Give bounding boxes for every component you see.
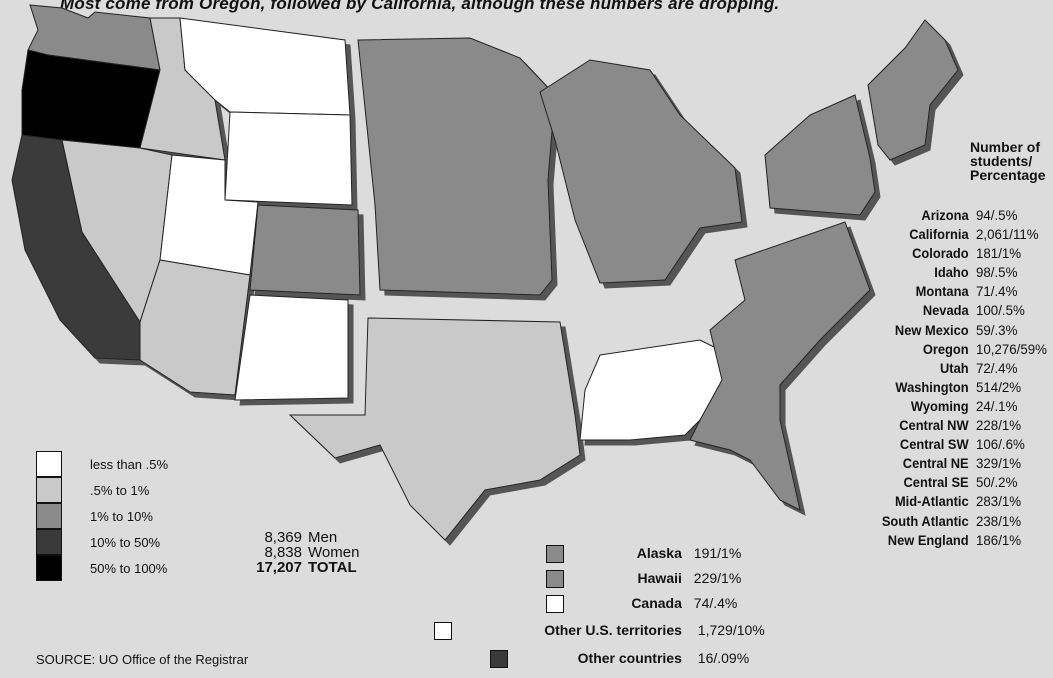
canada-entry: Canada 74/.4%	[546, 595, 737, 614]
state-arizona	[139, 259, 251, 396]
legend-item: .5% to 1%	[36, 477, 226, 503]
legend-swatch	[36, 503, 62, 529]
region-central-sw	[288, 317, 581, 541]
region-mid-atlantic	[764, 94, 876, 216]
legend-swatch	[36, 477, 62, 503]
alaska-entry: Alaska 191/1%	[546, 545, 741, 564]
canada-swatch	[546, 595, 564, 614]
legend: less than .5% .5% to 1% 1% to 10% 10% to…	[36, 451, 226, 581]
legend-item: 50% to 100%	[36, 555, 226, 581]
source-note: SOURCE: UO Office of the Registrar	[36, 652, 249, 667]
countries-entry: Other countries 16/.09%	[490, 650, 749, 669]
region-south-atlantic	[689, 221, 871, 511]
hawaii-entry: Hawaii 229/1%	[546, 570, 741, 589]
countries-swatch	[490, 650, 508, 669]
region-new-england	[867, 19, 959, 161]
state-wyoming	[224, 111, 353, 206]
stats-header: Number of students/ Percentage	[970, 139, 1046, 183]
legend-swatch	[36, 555, 62, 581]
caption: Most come from Oregon, followed by Calif…	[60, 0, 780, 13]
state-colorado	[249, 204, 361, 296]
alaska-swatch	[546, 545, 564, 564]
territories-entry: Other U.S. territories 1,729/10%	[434, 622, 765, 641]
region-central-se	[579, 339, 726, 441]
legend-item: less than .5%	[36, 451, 226, 477]
legend-swatch	[36, 451, 62, 477]
legend-swatch	[36, 529, 62, 555]
legend-item: 10% to 50%	[36, 529, 226, 555]
legend-item: 1% to 10%	[36, 503, 226, 529]
hawaii-swatch	[546, 570, 564, 589]
region-central-ne	[539, 59, 743, 284]
region-central-nw	[357, 37, 556, 296]
state-new-mexico	[234, 294, 349, 401]
territories-swatch	[434, 622, 452, 641]
